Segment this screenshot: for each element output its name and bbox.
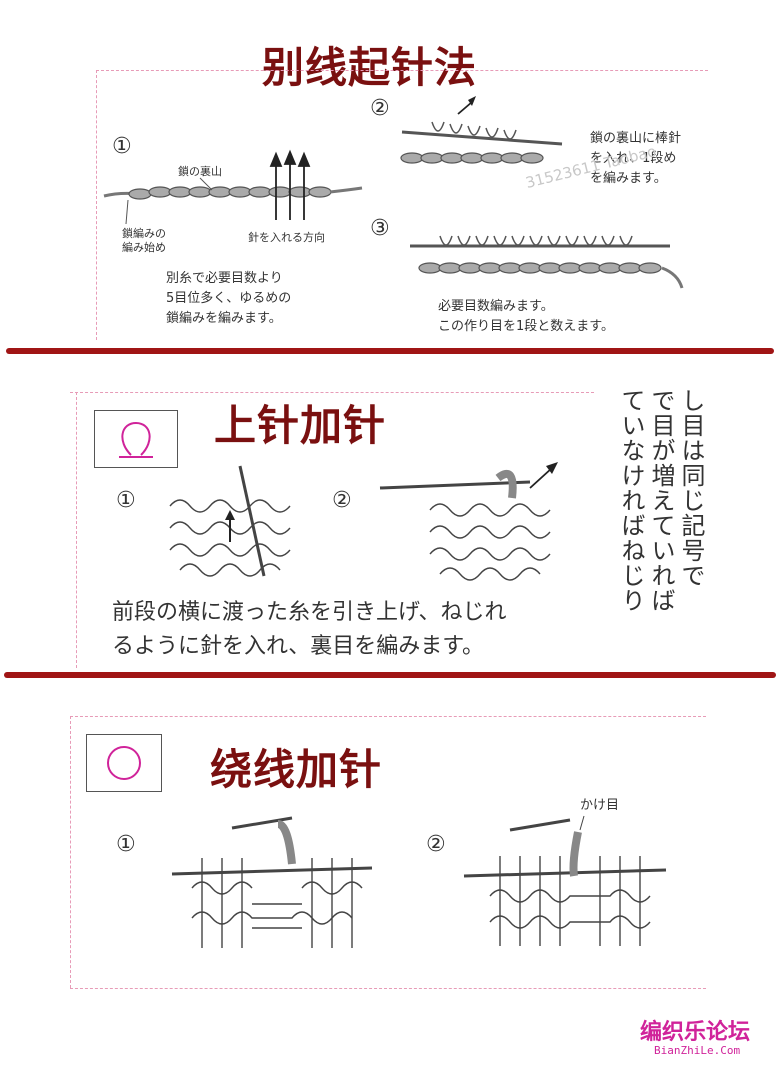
dashed-border [70,716,706,717]
caption-1: 5目位多く、ゆるめの [166,291,292,306]
caption-1: 別糸で必要目数より [166,271,283,286]
step-number: ③ [370,216,390,241]
yarn-over-title: 绕线加针 [210,745,383,794]
step-number: ② [332,488,352,513]
purl-knit-illustration-1 [169,465,291,577]
step-number: ① [116,832,136,857]
label-chain-back: 鎖の裏山 [178,165,222,178]
vertical-note: で目が増えていれば [647,388,675,613]
yarn-over-symbol-icon [107,746,141,780]
dashed-border [96,70,97,340]
yarn-over-illustration-1 [171,816,373,948]
section-divider [4,672,776,678]
label-yarn-over: かけ目 [580,798,620,813]
vertical-note: し目は同じ記号で [677,388,705,588]
purl-caption: るように針を入れ、裏目を編みます。 [112,634,485,659]
dashed-border [70,988,706,989]
twisted-loop-symbol-icon [119,421,153,458]
symbol-box [86,734,162,792]
needle-chain-illustration [400,96,563,164]
dashed-border [76,392,77,668]
caption-2: を入れ、1段め [590,151,677,166]
dashed-border [70,716,71,988]
section-divider [6,348,774,354]
caption-3: 必要目数編みます。 [438,299,554,314]
step-number: ② [426,832,446,857]
purl-caption: 前段の横に渡った糸を引き上げ、ねじれ [112,600,507,625]
caption-3: この作り目を1段と数えます。 [438,319,614,334]
caption-2: 鎖の裏山に棒針 [590,131,682,146]
yarn-over-illustration-2 [463,815,667,946]
step-number: ① [116,488,136,513]
caption-1: 鎖編みを編みます。 [166,311,282,326]
purl-increase-title: 上针加针 [214,401,387,450]
purl-knit-illustration-2 [379,462,558,581]
step-number: ① [112,134,132,159]
dashed-border [96,70,708,71]
dashed-border [70,392,594,393]
step-number: ② [370,96,390,121]
brand-name: 编织乐论坛 [640,1020,751,1045]
label-chain-start-1: 鎖編みの [122,227,166,240]
brand-url: BianZhiLe.Com [654,1044,741,1057]
label-direction: 針を入れる方向 [248,231,325,244]
vertical-note: ていなければねじり [617,388,645,613]
needle-row-illustration [410,235,684,289]
symbol-box [94,410,178,468]
cast-on-title: 别线起针法 [262,43,478,92]
label-chain-start-2: 編み始め [122,241,166,254]
chain-illustration [103,149,363,225]
caption-2: を編みます。 [590,171,667,186]
